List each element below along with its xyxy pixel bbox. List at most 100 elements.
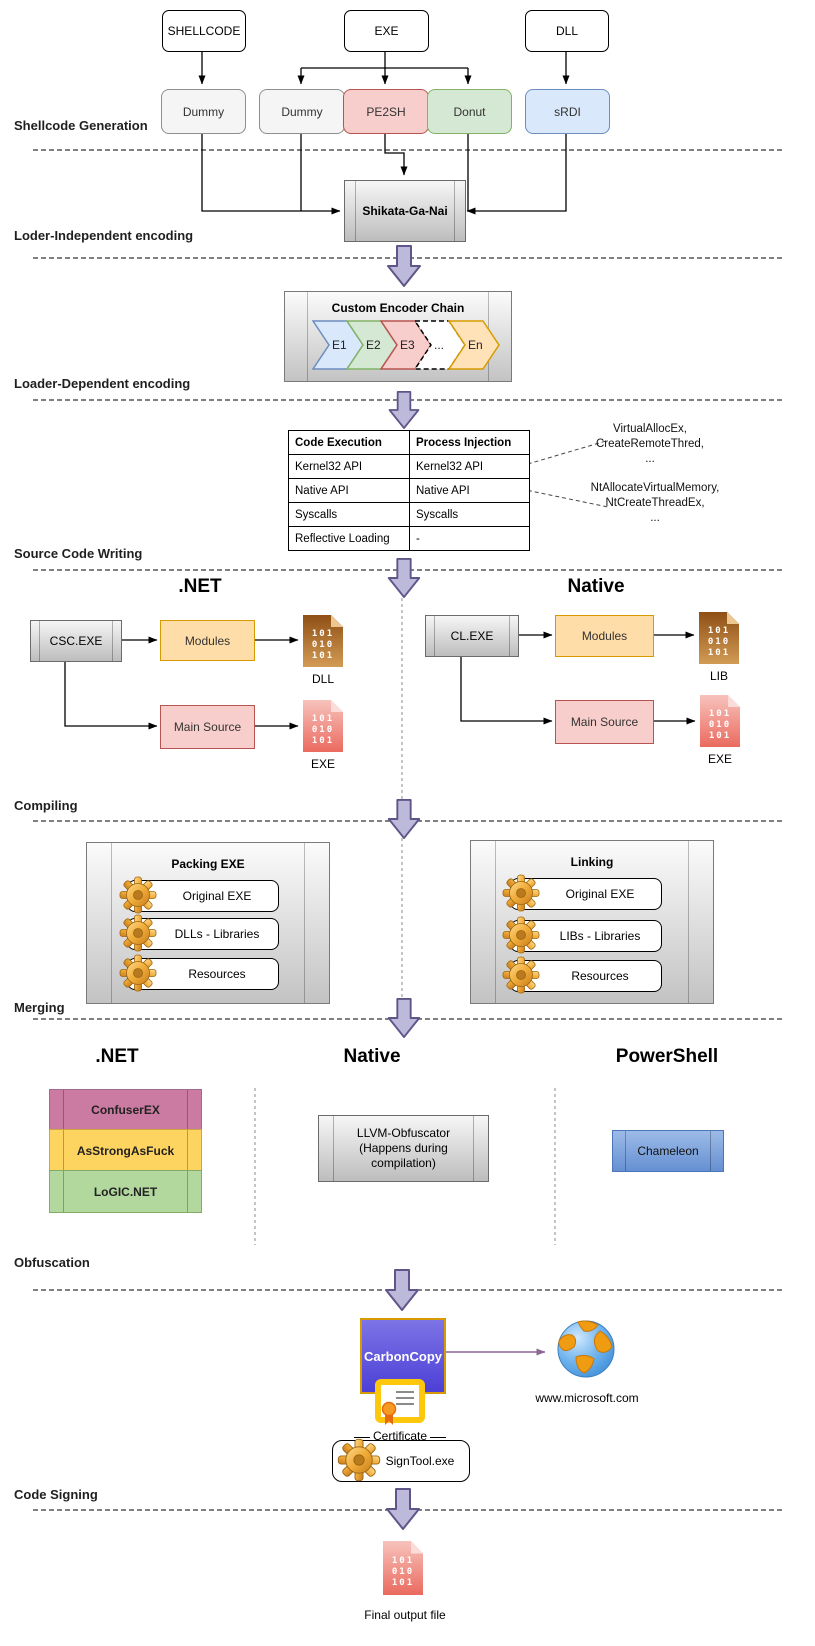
cell: Reflective Loading xyxy=(288,526,410,551)
signtool-label: SignTool.exe xyxy=(385,1454,455,1468)
gear-icon xyxy=(118,875,158,915)
flow-arrow-to-encoder-chain xyxy=(387,245,421,287)
globe-icon xyxy=(557,1320,615,1378)
packing-item-dlls-libraries: DLLs - Libraries xyxy=(127,918,279,950)
cell: Kernel32 API xyxy=(288,454,410,479)
encoder-chain-title: Custom Encoder Chain xyxy=(331,301,465,315)
packing-exe-title: Packing EXE xyxy=(171,857,245,871)
encoder-step-dots-label: ... xyxy=(434,338,445,352)
node-llvm-obfuscator: LLVM-Obfuscator (Happens during compilat… xyxy=(318,1115,489,1182)
node-native-modules: Modules xyxy=(555,615,654,657)
cell: Native API xyxy=(288,478,410,503)
cell: Kernel32 API xyxy=(409,454,530,479)
node-logic-net: LoGIC.NET xyxy=(49,1170,202,1213)
cell: Syscalls xyxy=(409,502,530,527)
node-csc-exe: CSC.EXE xyxy=(30,620,122,662)
node-chameleon: Chameleon xyxy=(612,1130,724,1172)
node-native-main-source: Main Source xyxy=(555,700,654,744)
table-row: Kernel32 API Kernel32 API xyxy=(288,454,530,479)
table-row: Native API Native API xyxy=(288,478,530,503)
node-donut: Donut xyxy=(427,89,512,134)
flow-arrow-to-code-signing xyxy=(385,1268,419,1312)
item-label: Original EXE xyxy=(565,887,635,901)
node-asstrongasfuck: AsStrongAsFuck xyxy=(49,1129,202,1172)
annotation-line: VirtualAllocEx, xyxy=(613,423,687,435)
annotation-line: NtAllocateVirtualMemory, xyxy=(590,482,720,494)
annotation-leader-lines xyxy=(520,440,609,508)
linking-title: Linking xyxy=(570,855,614,869)
dotnet-exe-file-label: EXE xyxy=(310,757,335,771)
cell: Syscalls xyxy=(288,502,410,527)
final-output-file-label: Final output file xyxy=(364,1608,446,1622)
certificate-icon xyxy=(375,1379,425,1425)
flow-arrow-to-merging xyxy=(387,998,421,1038)
table-row: Syscalls Syscalls xyxy=(288,502,530,527)
node-shellcode: SHELLCODE xyxy=(162,10,246,52)
gear-icon xyxy=(336,1437,382,1483)
table-row: Reflective Loading - xyxy=(288,526,530,551)
native-exe-file-label: EXE xyxy=(707,752,732,766)
heading-native-source: Native xyxy=(567,576,625,597)
lib-file-label: LIB xyxy=(709,669,728,683)
encoder-step-e1-label: E1 xyxy=(332,338,347,352)
flow-arrow-to-api-table xyxy=(387,391,421,429)
gear-icon xyxy=(501,873,541,913)
node-dummy-1: Dummy xyxy=(161,89,246,134)
node-dummy-2: Dummy xyxy=(259,89,345,134)
stage-label-shellcode-generation: Shellcode Generation xyxy=(14,118,148,133)
node-dotnet-main-source: Main Source xyxy=(160,705,255,749)
stage-label-code-signing: Code Signing xyxy=(14,1487,98,1502)
annotation-line: NtCreateThreadEx, xyxy=(605,497,705,509)
llvm-line: (Happens during xyxy=(359,1141,448,1155)
stage-label-loader-independent-encoding: Loder-Independent encoding xyxy=(14,228,194,243)
stage-label-loader-dependent-encoding: Loader-Dependent encoding xyxy=(14,376,191,391)
flow-arrow-to-compiling xyxy=(387,799,421,839)
llvm-line: compilation) xyxy=(371,1156,436,1170)
heading-native-obfuscation: Native xyxy=(343,1046,401,1067)
certificate-label: Certificate xyxy=(350,1429,450,1443)
gear-icon xyxy=(118,913,158,953)
heading-dotnet-obfuscation: .NET xyxy=(95,1046,139,1067)
stage-label-obfuscation: Obfuscation xyxy=(14,1255,90,1270)
stage-divider-lines xyxy=(33,149,783,1511)
annotation-line: CreateRemoteThred, xyxy=(595,438,705,450)
cell: Native API xyxy=(409,478,530,503)
table-header-code-execution: Code Execution xyxy=(288,430,410,455)
node-dll: DLL xyxy=(525,10,609,52)
annotation-line: ... xyxy=(650,512,660,524)
annotation-line: ... xyxy=(645,453,655,465)
cell: - xyxy=(409,526,530,551)
llvm-line: LLVM-Obfuscator xyxy=(356,1126,451,1140)
node-cl-exe: CL.EXE xyxy=(425,615,519,657)
flow-arrow-to-source-writing xyxy=(387,558,421,598)
dll-file-label: DLL xyxy=(311,672,334,686)
node-dotnet-modules: Modules xyxy=(160,620,255,661)
stage-label-merging: Merging xyxy=(14,1000,65,1015)
certificate-label-text: Certificate xyxy=(372,1429,428,1443)
item-label: DLLs - Libraries xyxy=(174,927,260,941)
item-label: Original EXE xyxy=(182,889,252,903)
heading-powershell-obfuscation: PowerShell xyxy=(615,1046,719,1067)
api-techniques-table: Code Execution Process Injection Kernel3… xyxy=(288,430,530,551)
linking-item-original-exe: Original EXE xyxy=(510,878,662,910)
flow-arrow-to-final-output xyxy=(386,1488,420,1530)
encoder-step-en-label: En xyxy=(468,338,483,352)
node-confuserex: ConfuserEX xyxy=(49,1089,202,1131)
node-exe: EXE xyxy=(344,10,429,52)
node-pe2sh: PE2SH xyxy=(343,89,429,134)
encoder-step-e2-label: E2 xyxy=(366,338,381,352)
item-label: Resources xyxy=(188,967,246,981)
gear-icon xyxy=(501,915,541,955)
microsoft-url-label: www.microsoft.com xyxy=(535,1391,639,1405)
node-srdi: sRDI xyxy=(525,89,610,134)
stage-label-compiling: Compiling xyxy=(14,798,78,813)
stage-label-source-code-writing: Source Code Writing xyxy=(14,546,143,561)
item-label: LIBs - Libraries xyxy=(559,929,641,943)
